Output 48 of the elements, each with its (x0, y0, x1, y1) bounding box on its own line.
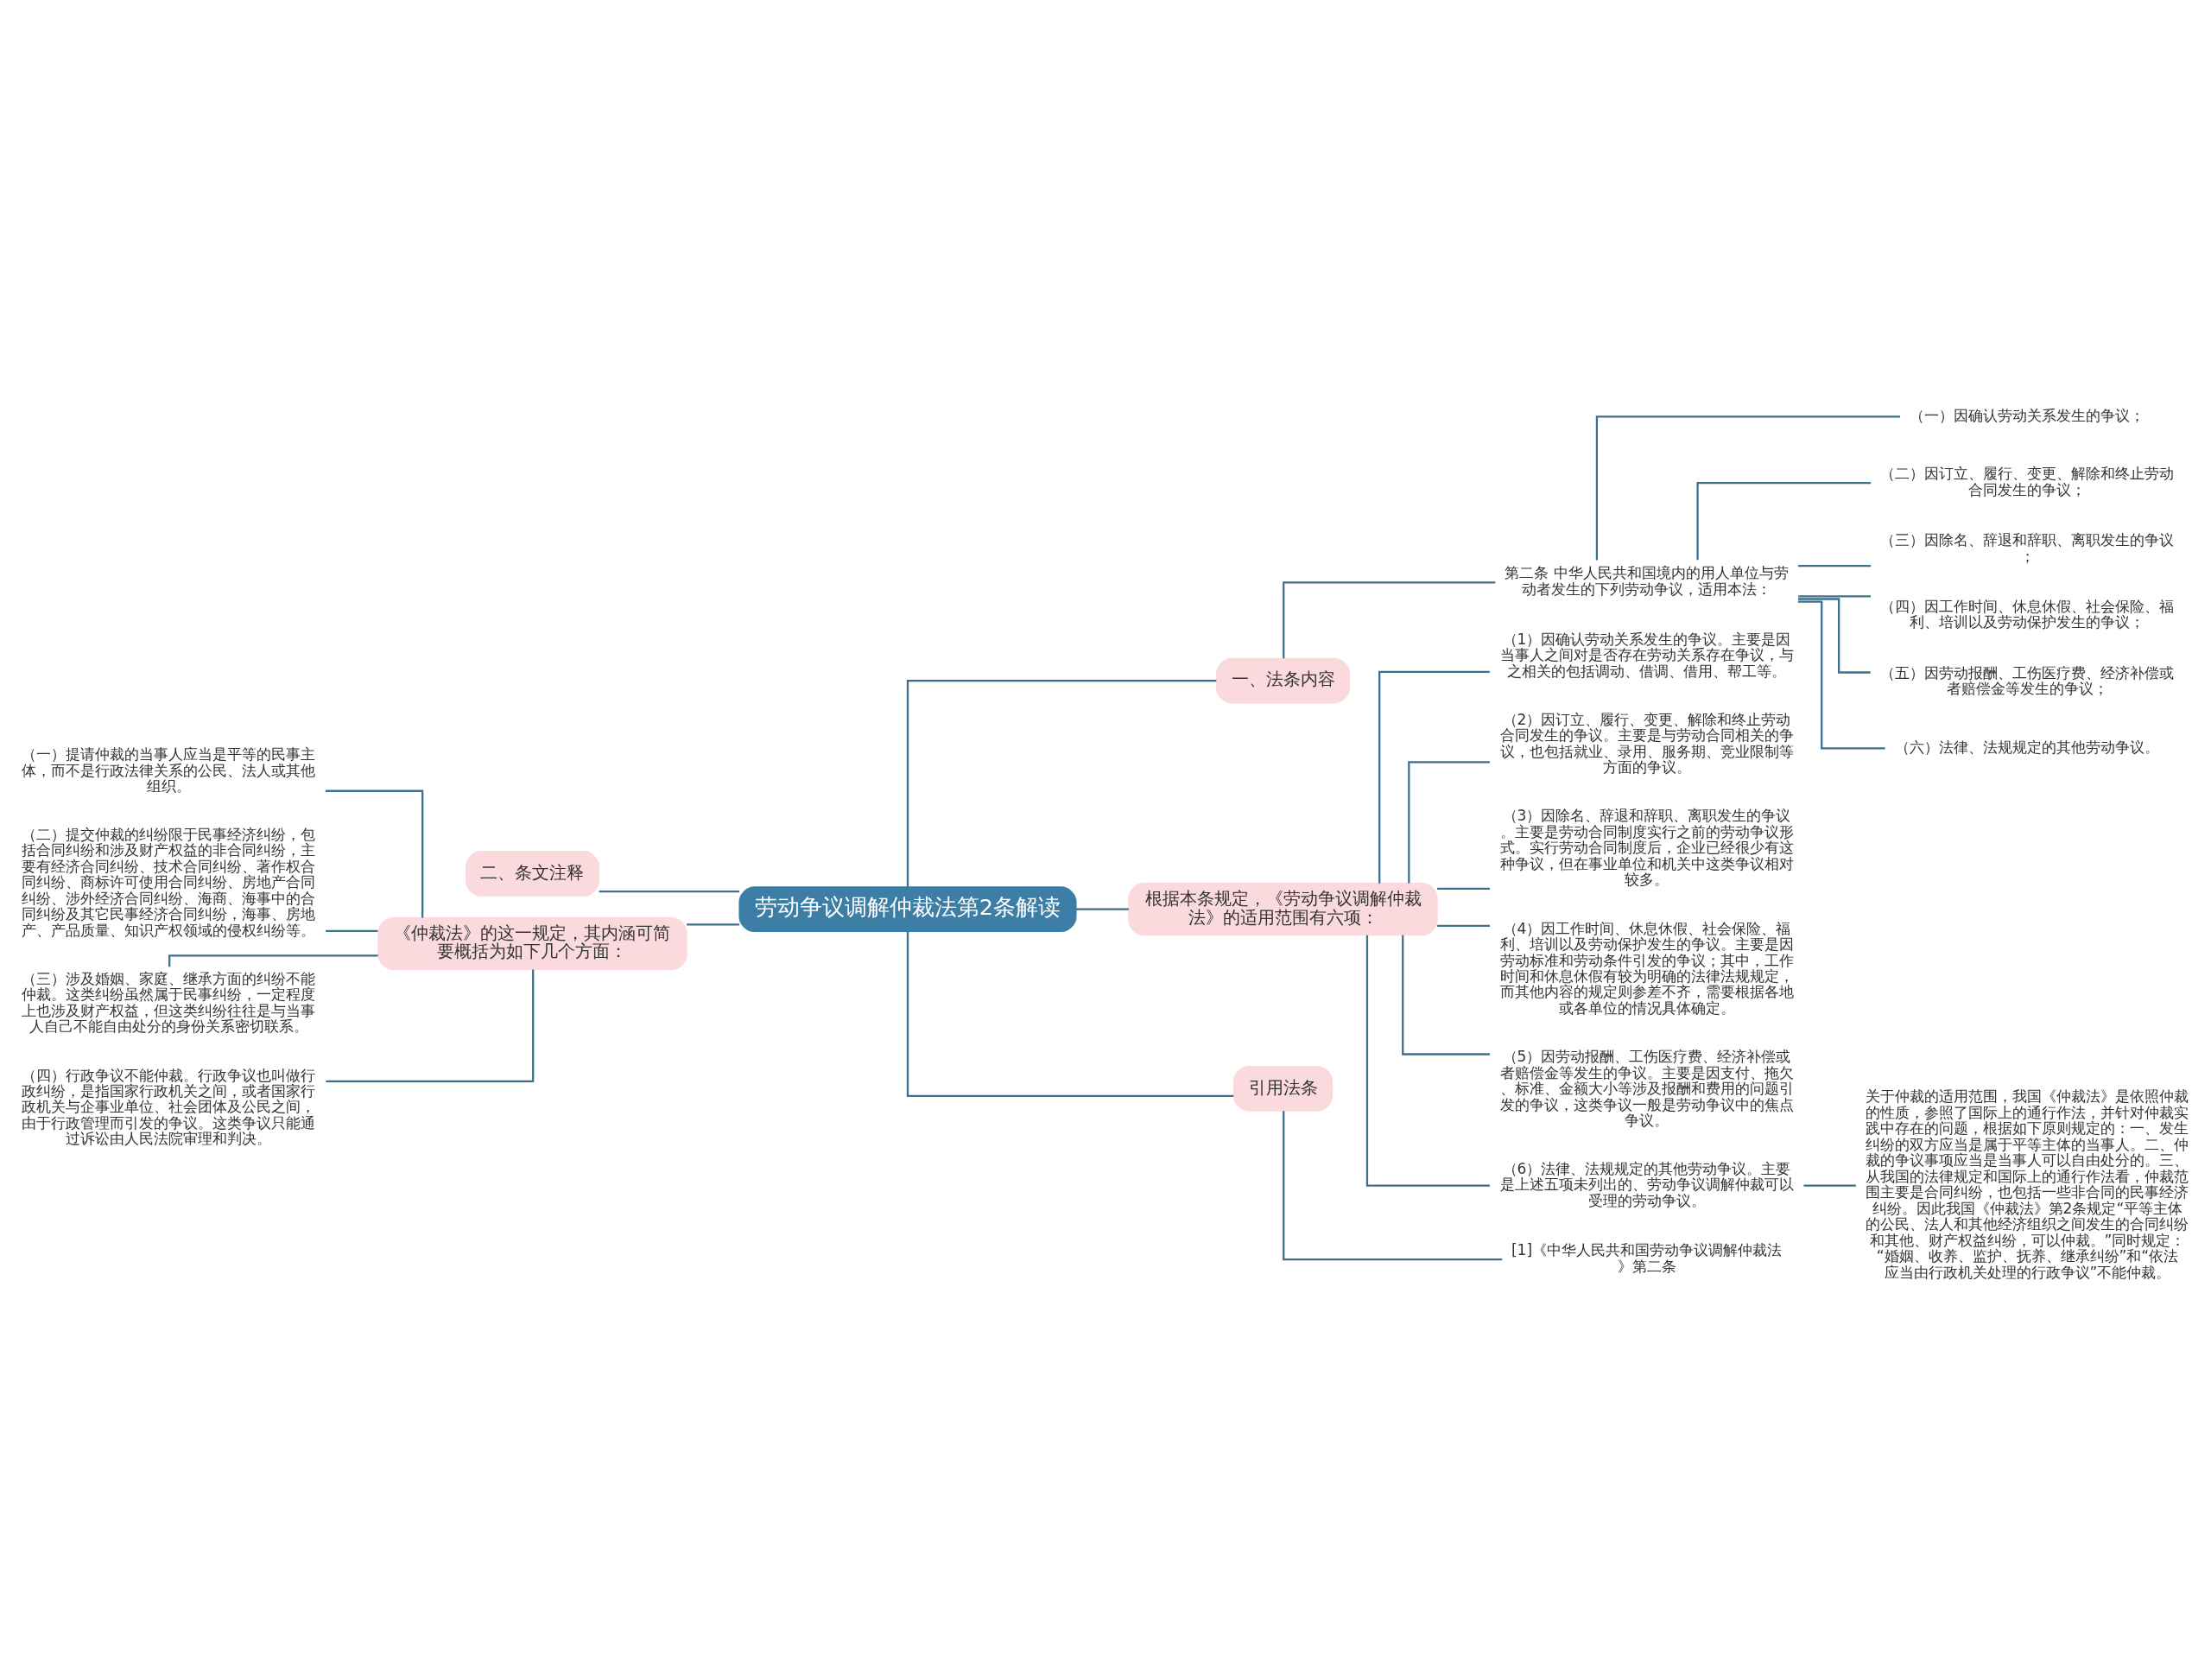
node-box: 引用法条 (1232, 1065, 1334, 1112)
node-box: 《仲裁法》的这一规定，其内涵可简要概括为如下几个方面： (377, 916, 687, 970)
node-text: （6）法律、法规规定的其他劳动争议。主要是上述五项未列出的、劳动争议调解仲裁可以受理的劳动争议。 (1499, 1159, 1794, 1209)
node-text: [1]《中华人民共和国劳动争议调解仲裁法》第二条 (1511, 1240, 1783, 1275)
node-box: 一、法条内容 (1216, 657, 1351, 703)
node-text: （3）因除名、辞退和辞职、离职发生的争议。主要是劳动合同制度实行之前的劳动争议形式。实行劳动合同制度后，企业已经很少有这种争议，但在事业单位和机关中这类争议相对较多。 (1499, 806, 1794, 888)
connector (1437, 924, 1490, 927)
node-text: （2）因订立、履行、变更、解除和终止劳动合同发生的争议。主要是与劳动合同相关的争议，也包括就业、录用、服务期、竞业限制等方面的争议。 (1499, 710, 1794, 776)
node-box: 二、条文注释 (465, 850, 599, 897)
node-text: （五）因劳动报酬、工伤医疗费、经济补偿或者赔偿金等发生的争议； (1880, 663, 2175, 697)
connector (326, 968, 535, 1082)
connector (687, 922, 740, 926)
connector (1283, 580, 1496, 658)
node-text: （1）因确认劳动关系发生的争议。主要是因当事人之间对是否存在劳动关系存在争议，与之相关的包括调动、借调、借用、帮工等。 (1499, 630, 1794, 680)
connector (1798, 594, 1872, 597)
connector (1797, 600, 1885, 749)
node-text: （四）因工作时间、休息休假、社会保险、福利、培训以及劳动保护发生的争议； (1880, 597, 2175, 631)
node-text: 第二条 中华人民共和国境内的用人单位与劳动者发生的下列劳动争议，适用本法： (1505, 563, 1789, 598)
node-text: （5）因劳动报酬、工伤医疗费、经济补偿或者赔偿金等发生的争议。主要是因支付、拖欠、标准、金额大小等涉及报酬和费用的问题引发的争议，这类争议一般是劳动争议中的焦点争议。 (1499, 1047, 1794, 1129)
connector (326, 929, 378, 932)
connector (1283, 1110, 1503, 1260)
node-text: （二）提交仲裁的纠纷限于民事经济纠纷，包括合同纠纷和涉及财产权益的非合同纠纷，主要有经济合同纠纷、技术合同纠纷、著作权合同纠纷、商标许可使用合同纠纷、房地产合同纠纷、涉外经济合同纠纷、海商、海事中的合同纠纷及其它民事经济合同纠纷，海事、房地产、产品质量、知识产权领域的侵权纠纷等。 (22, 825, 316, 939)
connector (1076, 908, 1129, 910)
connector (599, 890, 740, 892)
node-text: （4）因工作时间、休息休假、社会保险、福利、培训以及劳动保护发生的争议。主要是因劳动标准和劳动条件引发的争议；其中，工作时间和休息休假有较为明确的法律法规规定，而其他内容的规定则参差不齐，需要根据各地或各单位的情况具体确定。 (1499, 919, 1794, 1017)
connector (1402, 935, 1490, 1056)
connector (1365, 935, 1490, 1187)
node-text: （四）行政争议不能仲裁。行政争议也叫做行政纠纷，是指国家行政机关之间，或者国家行政机关与企事业单位、社会团体及公民之间，由于行政管理而引发的争议。这类争议只能通过诉讼由人民法院审理和判决。 (22, 1066, 316, 1147)
node-box: 根据本条规定，《劳动争议调解仲裁法》的适用范围有六项： (1128, 882, 1438, 935)
node-text: （三）因除名、辞退和辞职、离职发生的争议； (1880, 530, 2175, 565)
node-text: （一）因确认劳动关系发生的争议； (1910, 406, 2145, 424)
connector (1797, 597, 1871, 674)
node-text: （六）法律、法规规定的其他劳动争议。 (1895, 738, 2160, 756)
connector (1803, 1184, 1856, 1187)
node-text: 关于仲裁的适用范围，我国《仲裁法》是依照仲裁的性质，参照了国际上的通行作法，并针对仲裁实践中存在的问题，根据如下原则规定的：一、发生纠纷的双方应当是属于平等主体的当事人。二、仲裁的争议事项应当是当事人可以自由处分的。三、从我国的法律规定和国际上的通行作法看，仲裁范围主要是合同纠纷，也包括一些非合同的民事经济纠纷。因此我国《仲裁法》第2条规定“平等主体的公民、法人和其他经济组织之间发生的合同纠纷和其他、财产权益纠纷，可以仲裁。”同时规定：“婚姻、收养、监护、抚养、继承纠纷”和“依法应当由行政机关处理的行政争议”不能仲裁。 (1866, 1087, 2189, 1281)
connector (906, 679, 1217, 887)
connector (1437, 887, 1490, 890)
node-text: （三）涉及婚姻、家庭、继承方面的纠纷不能仲裁。这类纠纷虽然属于民事纠纷，一定程度上也涉及财产权益，但这类纠纷往往是与当事人自己不能自由处分的身份关系密切联系。 (22, 969, 316, 1035)
node-box: 劳动争议调解仲裁法第2条解读 (738, 885, 1077, 932)
node-text: （一）提请仲裁的当事人应当是平等的民事主体，而不是行政法律关系的公民、法人或其他组织。 (22, 745, 316, 795)
connector (1595, 415, 1900, 560)
connector (1798, 564, 1872, 567)
connector (1408, 760, 1490, 884)
connector (325, 789, 424, 917)
node-text: （二）因订立、履行、变更、解除和终止劳动合同发生的争议； (1880, 464, 2175, 498)
connector (1378, 670, 1490, 884)
connector (1696, 481, 1871, 560)
connector (906, 930, 1234, 1097)
